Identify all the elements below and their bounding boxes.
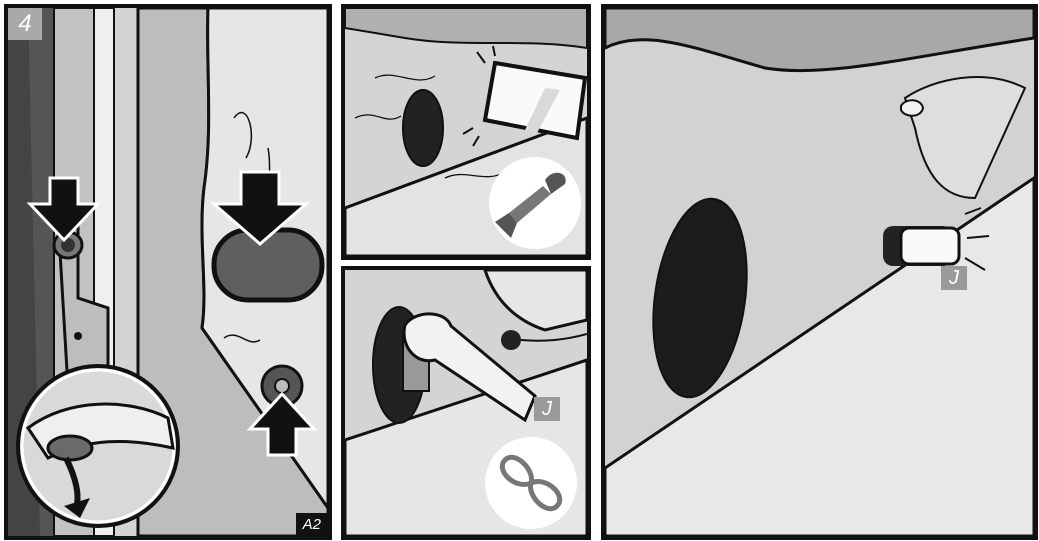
panel-top-middle	[341, 4, 591, 260]
rotate-arrow-icon	[8, 8, 328, 536]
cable-tie-icon	[345, 270, 587, 536]
step-number: 4	[8, 8, 42, 40]
scraper-tool-icon	[345, 8, 587, 256]
panel-right: J	[601, 4, 1038, 540]
part-label-j: J	[941, 266, 967, 290]
panel-right-illustration	[605, 8, 1034, 536]
model-tag: A2	[296, 513, 328, 536]
panel-bottom-middle: J	[341, 266, 591, 540]
panel-main: 4 A2	[4, 4, 332, 540]
